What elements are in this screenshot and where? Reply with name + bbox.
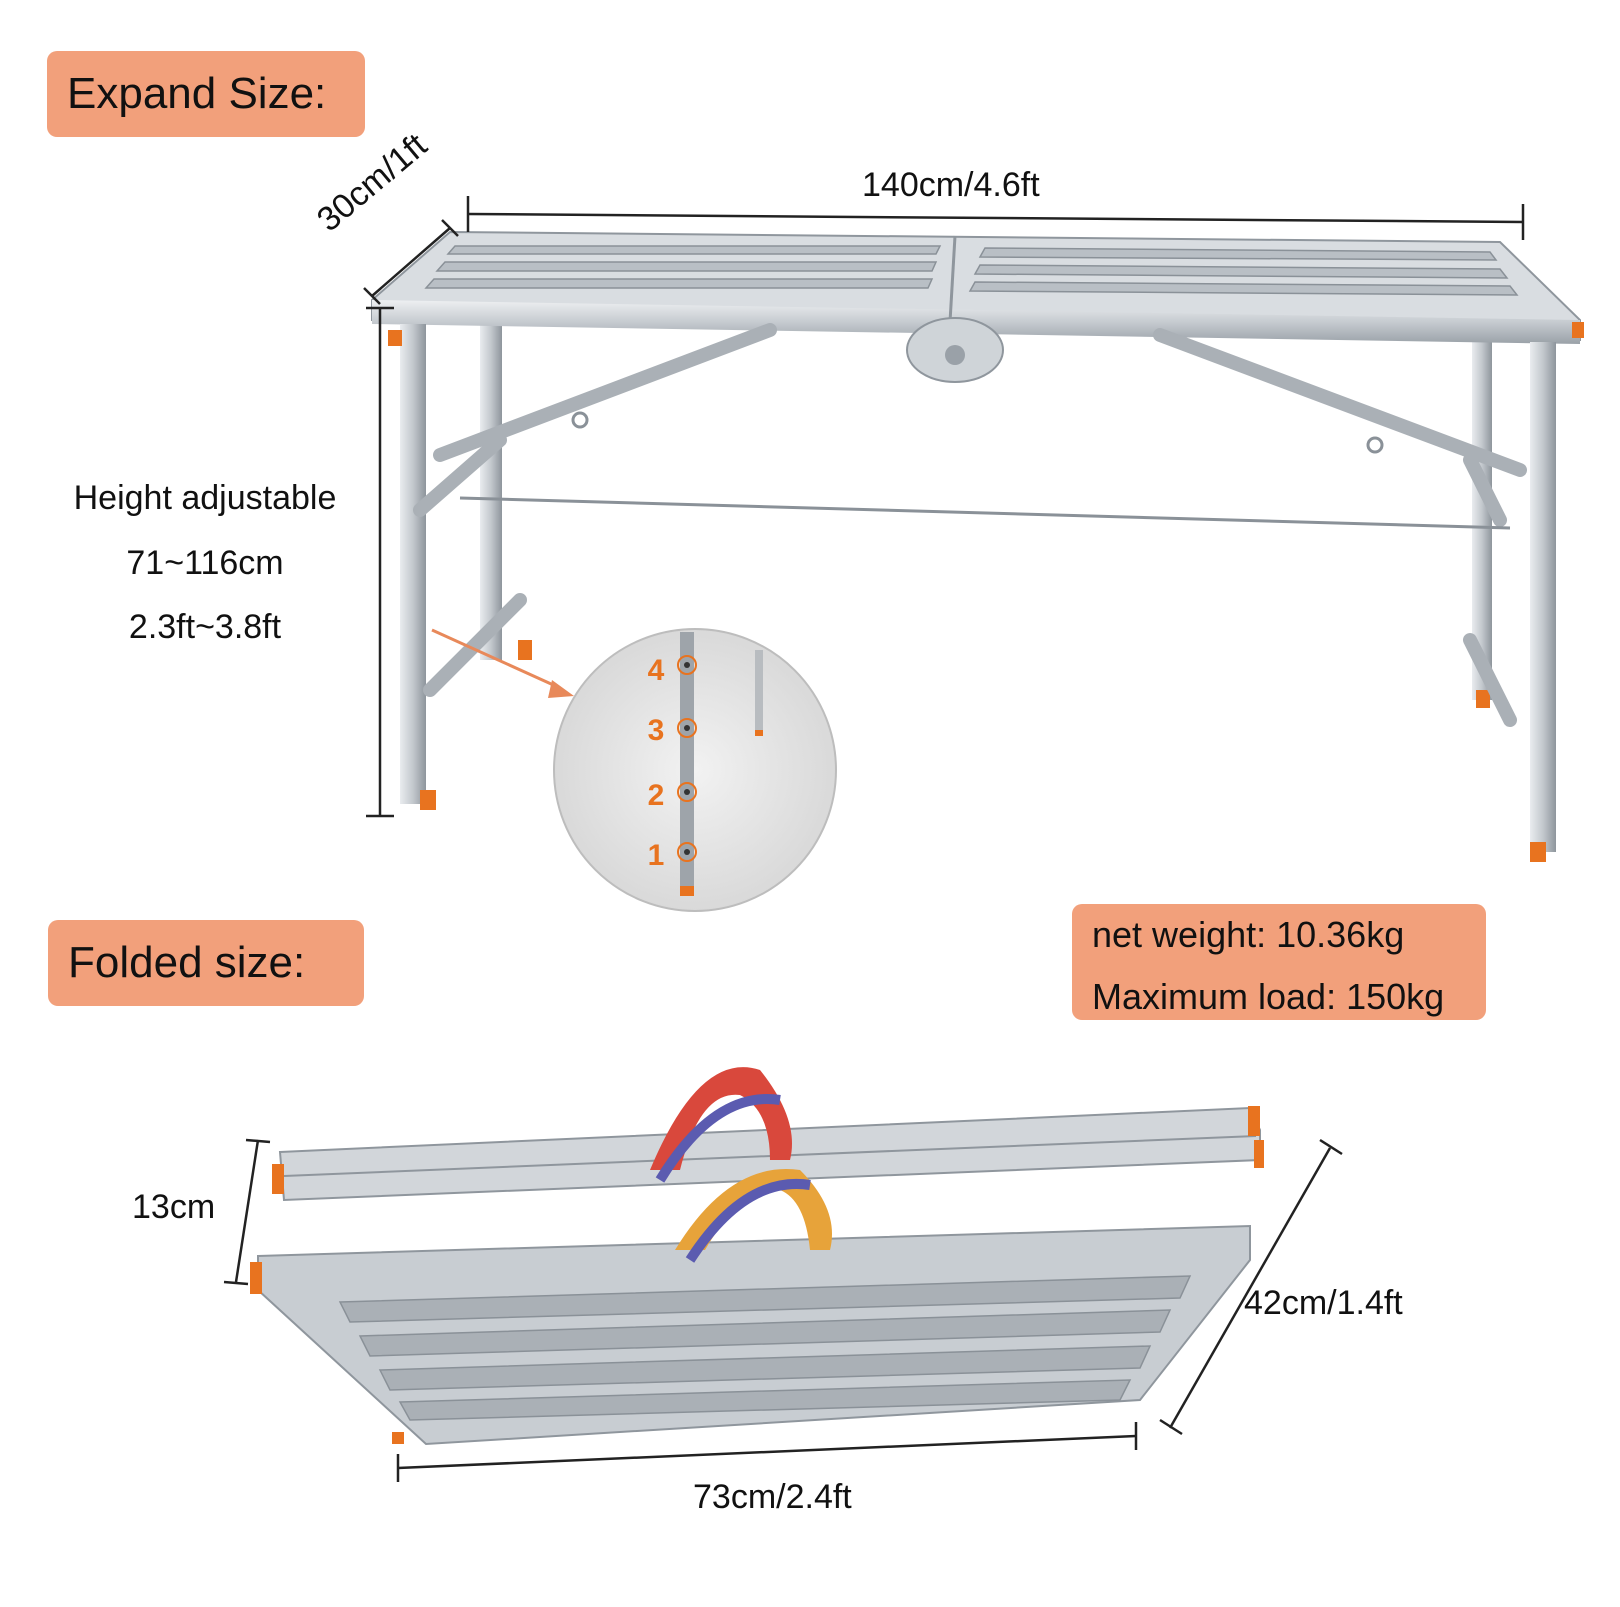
height-position-2: 2 — [648, 779, 665, 812]
zoom-pointer-arrow — [431, 628, 574, 698]
height-adjustable-block: Height adjustable 71~116cm 2.3ft~3.8ft — [50, 470, 360, 658]
expanded-length-label: 140cm/4.6ft — [862, 166, 1040, 204]
height-position-numbers: 4 3 2 1 — [648, 654, 665, 872]
height-range-ft: 2.3ft~3.8ft — [128, 608, 282, 646]
folded-length-label: 73cm/2.4ft — [693, 1478, 852, 1516]
height-position-4: 4 — [648, 654, 665, 687]
expanded-dimension-lines — [363, 196, 1525, 818]
height-detail-zoom — [553, 628, 837, 912]
expand-size-label: Expand Size: — [47, 51, 365, 137]
folded-size-label: Folded size: — [48, 920, 364, 1006]
height-adjustable-title: Height adjustable — [73, 479, 337, 517]
height-range-cm: 71~116cm — [126, 544, 284, 582]
folded-thickness-label: 13cm — [132, 1188, 216, 1226]
height-position-1: 1 — [648, 839, 665, 872]
folded-table-drawing — [250, 1067, 1264, 1446]
max-load: Maximum load: 150kg — [1092, 976, 1445, 1017]
spec-box: net weight: 10.36kg Maximum load: 150kg — [1072, 904, 1486, 1020]
height-position-3: 3 — [648, 714, 665, 747]
folded-dimension-lines — [223, 1138, 1343, 1482]
expanded-table-drawing — [371, 230, 1584, 862]
carry-strap — [650, 1067, 832, 1263]
net-weight: net weight: 10.36kg — [1092, 914, 1405, 955]
folded-depth-label: 42cm/1.4ft — [1244, 1284, 1403, 1322]
